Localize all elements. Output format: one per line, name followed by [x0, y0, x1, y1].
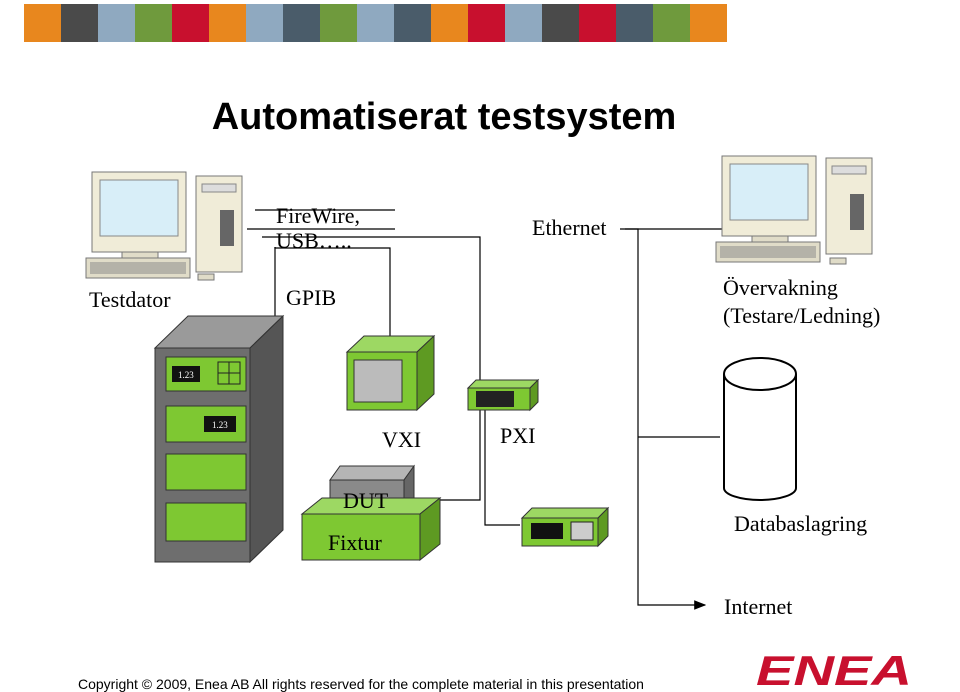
label-testare-ledning: (Testare/Ledning) — [723, 303, 881, 328]
header-stripe-block — [394, 4, 431, 42]
copyright-footer: Copyright © 2009, Enea AB All rights res… — [78, 676, 644, 692]
rack-display-2-text: 1.23 — [212, 420, 228, 430]
gpib-vxi-line — [274, 247, 391, 340]
instrument-rack — [153, 314, 285, 564]
header-stripe-block — [98, 4, 135, 42]
header-stripe-block — [505, 4, 542, 42]
label-pxi: PXI — [500, 423, 536, 448]
header-stripe-block — [320, 4, 357, 42]
overvakning-computer — [715, 155, 873, 265]
label-gpib: GPIB — [286, 285, 337, 310]
label-vxi: VXI — [382, 427, 422, 452]
header-stripe-block — [172, 4, 209, 42]
instrument-link-line — [484, 400, 520, 526]
header-stripe-block — [653, 4, 690, 42]
label-databaslagring: Databaslagring — [734, 511, 868, 536]
label-ethernet: Ethernet — [532, 215, 607, 240]
standalone-instrument — [520, 506, 610, 548]
header-stripe-block — [542, 4, 579, 42]
cabinet-internet-line — [255, 209, 705, 605]
database-cylinder — [723, 357, 797, 501]
label-usb: USB….. — [276, 228, 352, 253]
slide-title: Automatiserat testsystem — [211, 96, 677, 138]
header-stripe-block — [246, 4, 283, 42]
rack-display-1-text: 1.23 — [178, 370, 194, 380]
enea-logo-text: ENEA — [756, 651, 912, 691]
label-overvakning: Övervakning — [723, 275, 838, 300]
label-testdator: Testdator — [89, 287, 171, 312]
firewire-line — [262, 236, 481, 380]
header-stripe-block — [209, 4, 246, 42]
header-stripe-block — [135, 4, 172, 42]
label-fixtur: Fixtur — [328, 530, 382, 555]
label-firewire: FireWire, — [276, 203, 361, 228]
header-stripe-block — [616, 4, 653, 42]
header-stripe-block — [579, 4, 616, 42]
label-dut: DUT — [343, 488, 389, 513]
enea-logo: ENEA — [756, 651, 912, 691]
pxi-bus-line — [440, 408, 481, 501]
testdator-computer — [85, 171, 243, 281]
vxi-instrument — [345, 334, 436, 412]
dut-fixture — [300, 464, 442, 562]
label-internet: Internet — [724, 594, 793, 619]
header-stripe-block — [61, 4, 98, 42]
header-stripe-block — [468, 4, 505, 42]
header-stripe-block — [690, 4, 727, 42]
pxi-instrument — [466, 378, 540, 412]
header-stripe-block — [357, 4, 394, 42]
header-stripe-block — [283, 4, 320, 42]
header-stripe-block — [431, 4, 468, 42]
header-stripe-block — [24, 4, 61, 42]
